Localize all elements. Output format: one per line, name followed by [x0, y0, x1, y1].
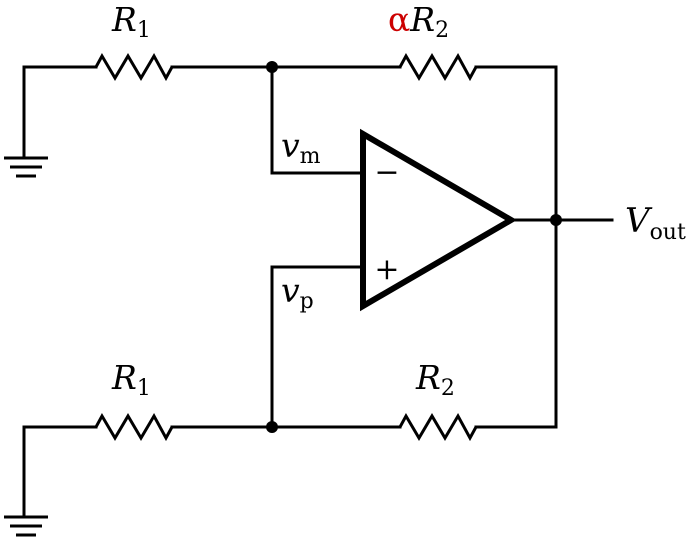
label-vout: Vout: [625, 201, 686, 245]
noninverting-input-wire: [270, 265, 365, 429]
ground-symbol-top: [4, 156, 48, 178]
opamp-triangle: [360, 128, 517, 312]
resistor-alpha-r2-top: [398, 52, 478, 82]
label-r2-bottom: R2: [415, 358, 455, 401]
inverting-input-wire: [270, 65, 365, 175]
label-r1-top: R1: [111, 0, 151, 43]
opamp-minus-sign: −: [374, 155, 399, 190]
resistor-r2-bottom: [398, 412, 478, 442]
opamp-plus-sign: +: [374, 252, 399, 287]
label-r1-bottom: R1: [111, 358, 151, 401]
resistor-r1-top: [94, 52, 174, 82]
top-branch-wires: [22, 65, 558, 429]
label-vm: vm: [281, 126, 321, 169]
label-vp: vp: [281, 271, 314, 314]
label-alpha-r2-top: αR2: [388, 0, 449, 43]
junction-node-output: [550, 214, 562, 226]
alpha-symbol: α: [388, 0, 410, 39]
bottom-branch-wires: [22, 425, 558, 519]
junction-node-bottom: [266, 421, 278, 433]
junction-node-top: [266, 61, 278, 73]
ground-symbol-bottom: [4, 515, 48, 537]
resistor-r1-bottom: [94, 412, 174, 442]
